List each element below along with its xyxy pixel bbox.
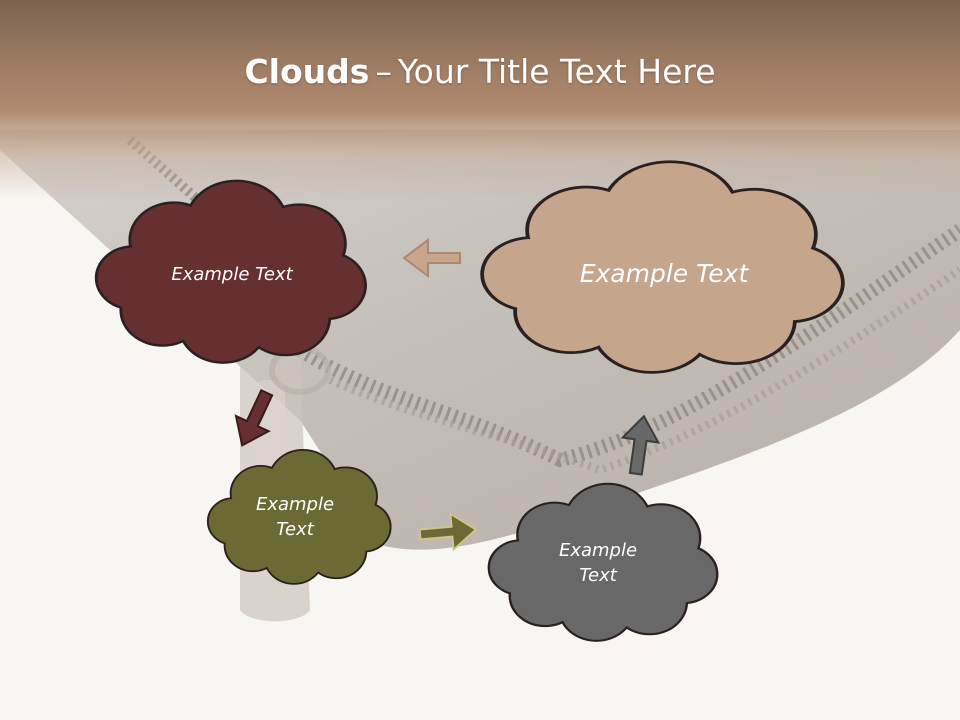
title-dash: –: [375, 52, 392, 91]
cloud-top-right-text: Example Text: [579, 259, 749, 288]
cloud-bottom-left-text: Example Text: [255, 494, 335, 541]
cloud-top-left-shape: [94, 179, 367, 364]
title-rest: Your Title Text Here: [397, 52, 716, 91]
arrow-left-icon: [402, 238, 461, 278]
arrow-right-icon: [418, 511, 478, 552]
arrow-down-right-icon: [234, 388, 274, 447]
cloud-top-left-text: Example Text: [171, 264, 293, 285]
arrow-up-icon: [620, 414, 661, 476]
slide-title: Clouds–Your Title Text Here: [0, 52, 960, 91]
cloud-bottom-left-shape: [206, 448, 392, 585]
cloud-bottom-right-shape: [487, 482, 719, 642]
cloud-top-right[interactable]: [480, 160, 845, 374]
cloud-bottom-right-text: Example Text: [558, 540, 638, 587]
cloud-top-left[interactable]: [94, 179, 367, 364]
title-band: [0, 0, 960, 200]
cloud-bottom-left[interactable]: [206, 448, 392, 585]
cloud-bottom-right[interactable]: [487, 482, 719, 642]
title-bold: Clouds: [244, 52, 370, 91]
cloud-top-right-shape: [480, 160, 845, 374]
